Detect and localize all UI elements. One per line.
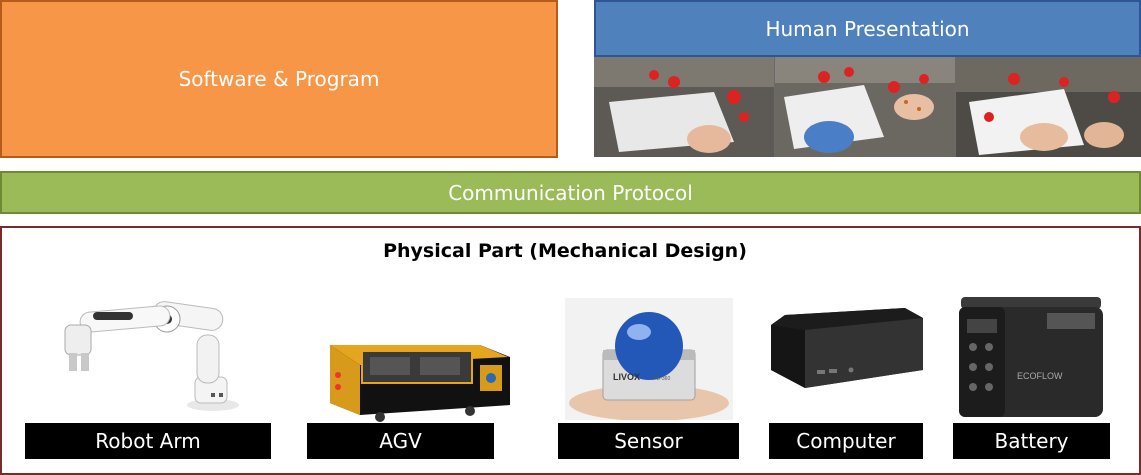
lidar-sensor-icon: LIVOX HD-360 bbox=[565, 298, 733, 420]
human-presentation-label: Human Presentation bbox=[765, 16, 970, 41]
sensor-brand-text: LIVOX bbox=[613, 372, 640, 382]
sensor-model-text: HD-360 bbox=[653, 376, 670, 382]
sensor-label: Sensor bbox=[558, 423, 739, 459]
mini-pc-icon bbox=[771, 308, 923, 388]
physical-part-title: Physical Part (Mechanical Design) bbox=[383, 240, 747, 262]
robot-arm-label: Robot Arm bbox=[25, 423, 271, 459]
battery-label: Battery bbox=[953, 423, 1110, 459]
hands-photo-3 bbox=[956, 57, 1141, 157]
hands-photo-1 bbox=[594, 57, 774, 157]
communication-protocol-block: Communication Protocol bbox=[0, 171, 1141, 214]
human-presentation-photos bbox=[594, 57, 1141, 157]
agv-label: AGV bbox=[307, 423, 494, 459]
agv-icon bbox=[330, 345, 510, 422]
hands-assembly-photo-strip bbox=[594, 57, 1141, 157]
software-program-label: Software & Program bbox=[178, 67, 380, 91]
battery-brand-text: ECOFLOW bbox=[1017, 371, 1063, 381]
software-program-block: Software & Program bbox=[0, 0, 558, 158]
robot-arm-icon bbox=[64, 301, 239, 411]
computer-label: Computer bbox=[769, 423, 923, 459]
communication-protocol-label: Communication Protocol bbox=[448, 180, 693, 205]
power-station-icon: ECOFLOW bbox=[959, 297, 1103, 417]
hands-photo-2 bbox=[775, 57, 955, 157]
human-presentation-block: Human Presentation bbox=[594, 0, 1141, 57]
